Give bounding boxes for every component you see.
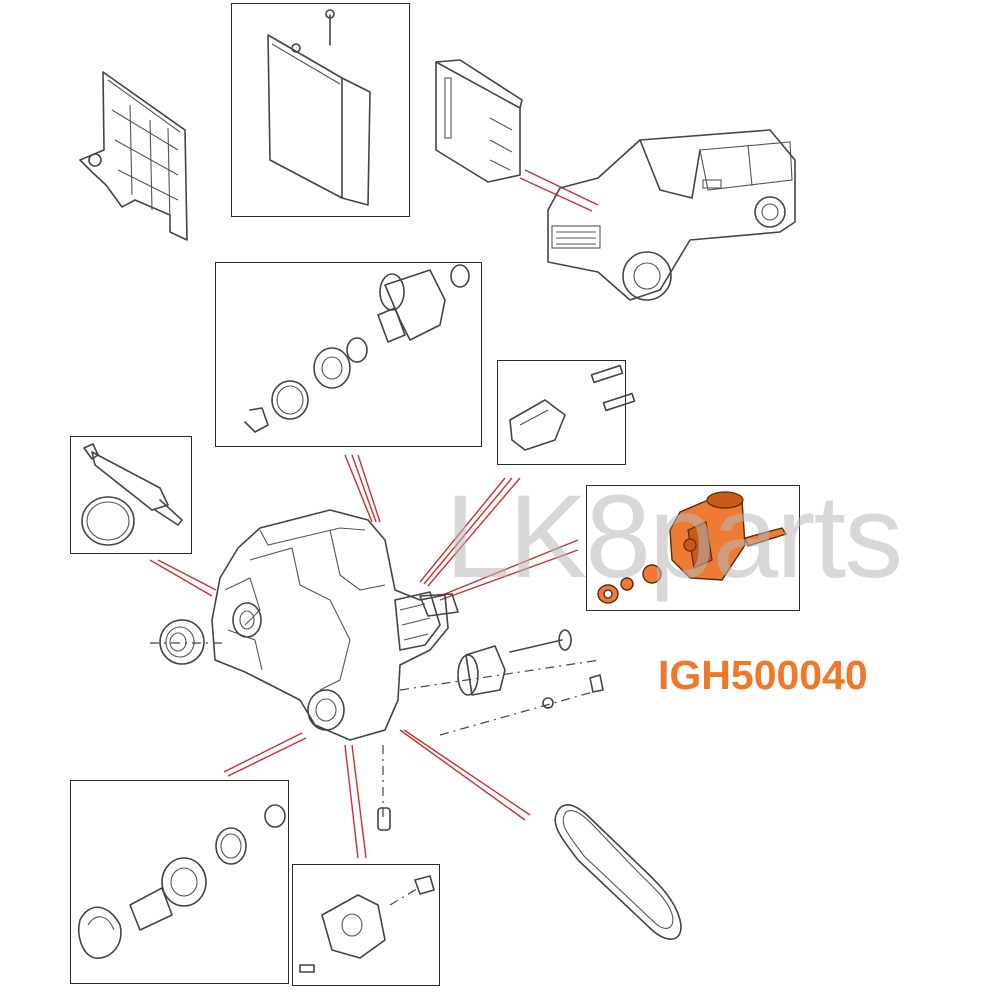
oil-seal: [150, 619, 225, 665]
sealant-tube: [81, 443, 183, 546]
part-number-label: IGH500040: [658, 652, 868, 698]
transfer-box-ecu: [435, 59, 523, 183]
range-rover-vehicle: [547, 129, 796, 301]
leader-lines: [149, 169, 599, 859]
box-control-module-cover: [231, 3, 410, 217]
box-pump-housing: [292, 864, 440, 986]
pump-housing: [299, 875, 435, 973]
box-rear-output-shaft: [70, 780, 289, 984]
sensor-bracket: [509, 364, 636, 451]
control-module-cover: [267, 9, 371, 206]
pulley-idler: [377, 629, 604, 831]
mounting-bracket: [79, 71, 188, 241]
drive-chain: [554, 803, 682, 940]
output-flange-assembly: [244, 264, 470, 433]
transfer-case: [211, 509, 459, 741]
shift-motor-highlighted: [597, 491, 788, 604]
rear-output-shaft-assembly: [78, 804, 286, 959]
watermark-text: LK8parts: [445, 471, 903, 603]
